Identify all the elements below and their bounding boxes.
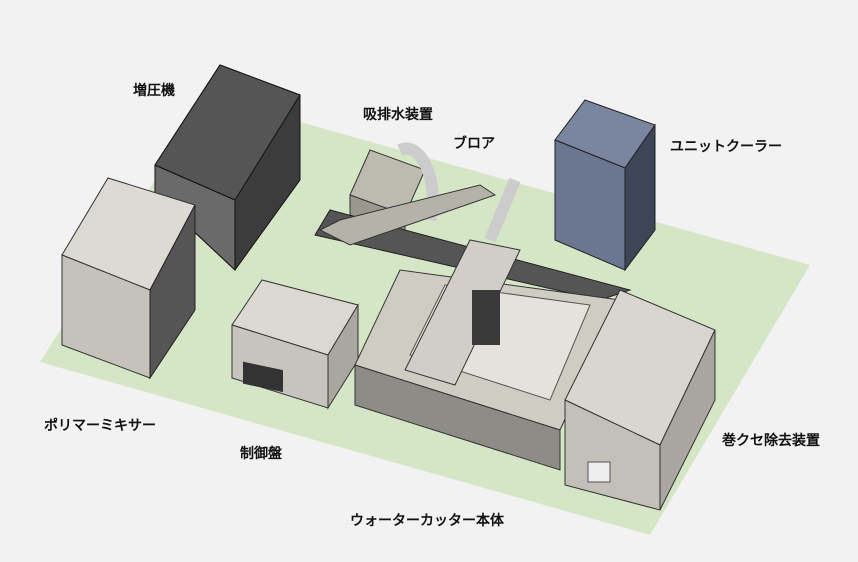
- label-polymer-mixer: ポリマーミキサー: [44, 418, 156, 434]
- control-panel-machine: [231, 279, 359, 410]
- unit-cooler-machine: [554, 99, 656, 272]
- label-water-suction: 吸排水装置: [363, 107, 433, 123]
- waterjet-main-machine: [314, 184, 632, 471]
- cutting-head: [472, 290, 500, 345]
- label-unit-cooler: ユニットクーラー: [670, 139, 782, 155]
- decurler-machine: [564, 289, 716, 511]
- decurler-panel: [587, 461, 611, 483]
- polymer-mixer-machine: [61, 177, 196, 380]
- label-decurler: 巻クセ除去装置: [722, 433, 820, 449]
- label-blower: ブロア: [453, 136, 495, 152]
- label-booster: 増圧機: [133, 83, 175, 99]
- blower-pipe: [484, 177, 521, 243]
- label-control-panel: 制御盤: [240, 446, 282, 462]
- control-screen: [243, 361, 283, 393]
- label-waterjet-main: ウォーターカッター本体: [350, 513, 504, 529]
